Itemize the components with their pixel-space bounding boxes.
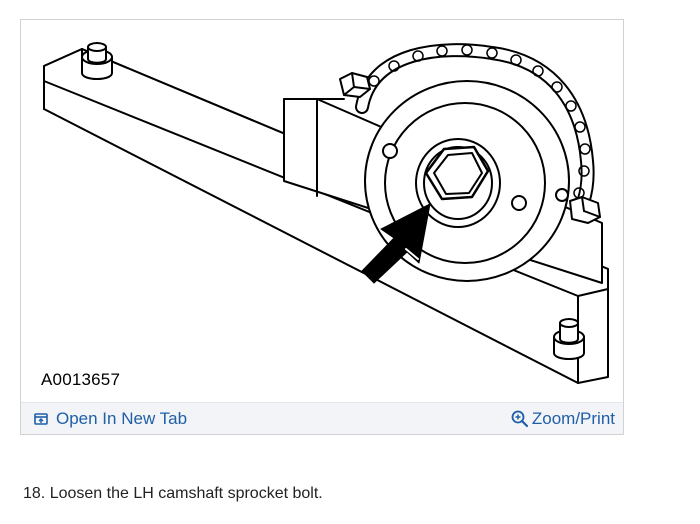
timing-chain — [355, 43, 595, 233]
camshaft-sprocket-bolt — [424, 145, 490, 201]
housing-bolt-right — [569, 196, 601, 224]
figure-card: A0013657 Open In New Tab Zoom/Print — [20, 19, 624, 435]
open-in-new-tab-icon — [34, 413, 48, 425]
figure-action-bar: Open In New Tab Zoom/Print — [21, 402, 623, 434]
zoom-print-link[interactable]: Zoom/Print — [511, 409, 615, 429]
open-in-new-tab-label: Open In New Tab — [56, 409, 188, 428]
zoom-in-icon — [511, 410, 528, 428]
figure-id-label: A0013657 — [41, 370, 121, 389]
housing-bolt-left — [339, 72, 371, 98]
camshaft-sprocket-illustration — [43, 42, 609, 384]
bolt-upper-left — [81, 42, 113, 80]
zoom-print-label: Zoom/Print — [531, 409, 615, 428]
pointer-arrow-icon — [361, 203, 431, 284]
bolt-lower-right — [553, 318, 585, 360]
open-in-new-tab-link[interactable]: Open In New Tab — [34, 409, 187, 429]
instruction-step: 18. Loosen the LH camshaft sprocket bolt… — [23, 485, 323, 502]
